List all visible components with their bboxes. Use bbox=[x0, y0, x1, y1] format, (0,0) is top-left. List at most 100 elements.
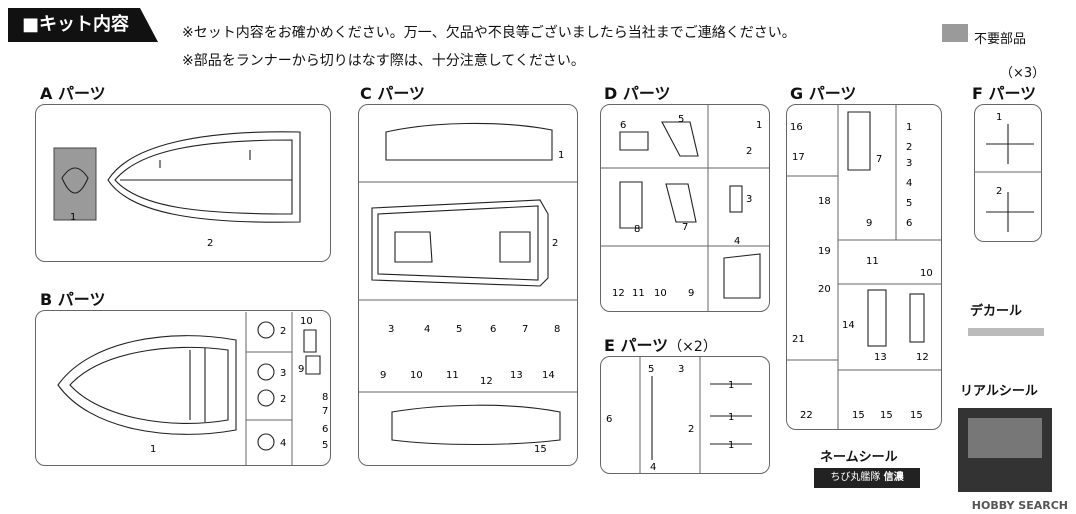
svg-text:6: 6 bbox=[620, 120, 626, 131]
runner-f-panel bbox=[974, 104, 1042, 242]
unneeded-part-swatch bbox=[942, 24, 968, 42]
svg-text:14: 14 bbox=[842, 320, 855, 331]
svg-text:13: 13 bbox=[510, 370, 523, 381]
real-sticker-label: リアルシール bbox=[960, 384, 1038, 399]
runner-d-panel bbox=[600, 104, 770, 312]
svg-text:6: 6 bbox=[322, 424, 328, 435]
svg-text:7: 7 bbox=[322, 406, 328, 417]
svg-text:9: 9 bbox=[380, 370, 386, 381]
runner-b-panel bbox=[35, 310, 331, 466]
svg-text:10: 10 bbox=[410, 370, 423, 381]
svg-text:5: 5 bbox=[648, 364, 654, 375]
svg-text:17: 17 bbox=[792, 152, 805, 163]
svg-text:11: 11 bbox=[446, 370, 459, 381]
svg-text:5: 5 bbox=[456, 324, 462, 335]
decal-label: デカール bbox=[970, 304, 1023, 319]
svg-text:20: 20 bbox=[818, 284, 831, 295]
svg-text:1: 1 bbox=[70, 212, 76, 223]
svg-text:1: 1 bbox=[906, 122, 912, 133]
svg-text:4: 4 bbox=[734, 236, 740, 247]
svg-text:9: 9 bbox=[298, 364, 304, 375]
svg-text:7: 7 bbox=[522, 324, 528, 335]
svg-text:7: 7 bbox=[876, 154, 882, 165]
svg-text:3: 3 bbox=[388, 324, 394, 335]
unneeded-part-label: 不要部品 bbox=[974, 32, 1027, 47]
svg-text:2: 2 bbox=[746, 146, 752, 157]
svg-text:5: 5 bbox=[322, 440, 328, 451]
svg-text:11: 11 bbox=[866, 256, 879, 267]
section-b-title: B パーツ bbox=[40, 290, 106, 309]
svg-text:6: 6 bbox=[906, 218, 912, 229]
runner-e-panel bbox=[600, 356, 770, 474]
a-unneeded-part-1 bbox=[53, 147, 97, 221]
svg-text:4: 4 bbox=[906, 178, 912, 189]
svg-text:1: 1 bbox=[728, 440, 734, 451]
svg-text:10: 10 bbox=[920, 268, 933, 279]
section-d-title: D パーツ bbox=[604, 84, 671, 103]
svg-text:6: 6 bbox=[606, 414, 612, 425]
svg-text:16: 16 bbox=[790, 122, 803, 133]
svg-text:12: 12 bbox=[612, 288, 625, 299]
svg-text:2: 2 bbox=[207, 238, 213, 249]
svg-text:5: 5 bbox=[678, 114, 684, 125]
svg-text:7: 7 bbox=[682, 222, 688, 233]
section-e-title: E パーツ（×2） bbox=[604, 336, 717, 355]
svg-text:2: 2 bbox=[906, 142, 912, 153]
runner-g-panel bbox=[786, 104, 942, 430]
note-cut-carefully: ※部品をランナーから切りはなす際は、十分注意してください。 bbox=[182, 53, 585, 69]
section-a-title: A パーツ bbox=[40, 84, 106, 103]
note-check-contents: ※セット内容をお確かめください。万一、欠品や不良等ございましたら当社までご連絡く… bbox=[182, 25, 796, 41]
svg-text:14: 14 bbox=[542, 370, 555, 381]
svg-text:21: 21 bbox=[792, 334, 805, 345]
section-g-title: G パーツ bbox=[790, 84, 857, 103]
svg-text:4: 4 bbox=[424, 324, 430, 335]
kit-contents-header: ■キット内容 bbox=[8, 8, 158, 42]
svg-text:1: 1 bbox=[728, 380, 734, 391]
svg-text:10: 10 bbox=[300, 316, 313, 327]
svg-text:2: 2 bbox=[552, 238, 558, 249]
svg-text:9: 9 bbox=[866, 218, 872, 229]
svg-text:12: 12 bbox=[916, 352, 929, 363]
svg-text:2: 2 bbox=[280, 326, 286, 337]
runner-c-panel bbox=[358, 104, 578, 466]
svg-text:11: 11 bbox=[632, 288, 645, 299]
svg-text:13: 13 bbox=[874, 352, 887, 363]
svg-text:15: 15 bbox=[534, 444, 547, 455]
svg-text:12: 12 bbox=[480, 376, 493, 387]
svg-text:8: 8 bbox=[322, 392, 328, 403]
svg-text:22: 22 bbox=[800, 410, 813, 421]
svg-text:9: 9 bbox=[688, 288, 694, 299]
name-sticker-plate: ちび丸艦隊 信濃 bbox=[814, 468, 920, 488]
svg-text:1: 1 bbox=[558, 150, 564, 161]
svg-text:18: 18 bbox=[818, 196, 831, 207]
svg-text:6: 6 bbox=[490, 324, 496, 335]
section-f-qty: （×3） bbox=[1000, 66, 1046, 81]
svg-text:3: 3 bbox=[746, 194, 752, 205]
svg-text:3: 3 bbox=[678, 364, 684, 375]
svg-text:3: 3 bbox=[280, 368, 286, 379]
runner-a-panel bbox=[35, 104, 331, 262]
svg-text:1: 1 bbox=[728, 412, 734, 423]
svg-text:2: 2 bbox=[688, 424, 694, 435]
svg-text:8: 8 bbox=[554, 324, 560, 335]
section-c-title: C パーツ bbox=[360, 84, 425, 103]
svg-text:19: 19 bbox=[818, 246, 831, 257]
svg-text:4: 4 bbox=[650, 462, 656, 473]
svg-text:5: 5 bbox=[906, 198, 912, 209]
svg-text:8: 8 bbox=[634, 224, 640, 235]
svg-text:1: 1 bbox=[996, 112, 1002, 123]
name-sticker-label: ネームシール bbox=[820, 450, 898, 465]
svg-text:2: 2 bbox=[280, 394, 286, 405]
svg-text:4: 4 bbox=[280, 438, 286, 449]
svg-text:2: 2 bbox=[996, 186, 1002, 197]
decal-sheet bbox=[968, 328, 1044, 336]
svg-text:10: 10 bbox=[654, 288, 667, 299]
section-f-title: F パーツ bbox=[972, 84, 1037, 103]
svg-text:1: 1 bbox=[150, 444, 156, 455]
svg-text:15: 15 bbox=[852, 410, 865, 421]
svg-text:1: 1 bbox=[756, 120, 762, 131]
svg-text:15: 15 bbox=[880, 410, 893, 421]
hobby-search-watermark: HOBBY SEARCH bbox=[971, 499, 1068, 512]
svg-text:15: 15 bbox=[910, 410, 923, 421]
